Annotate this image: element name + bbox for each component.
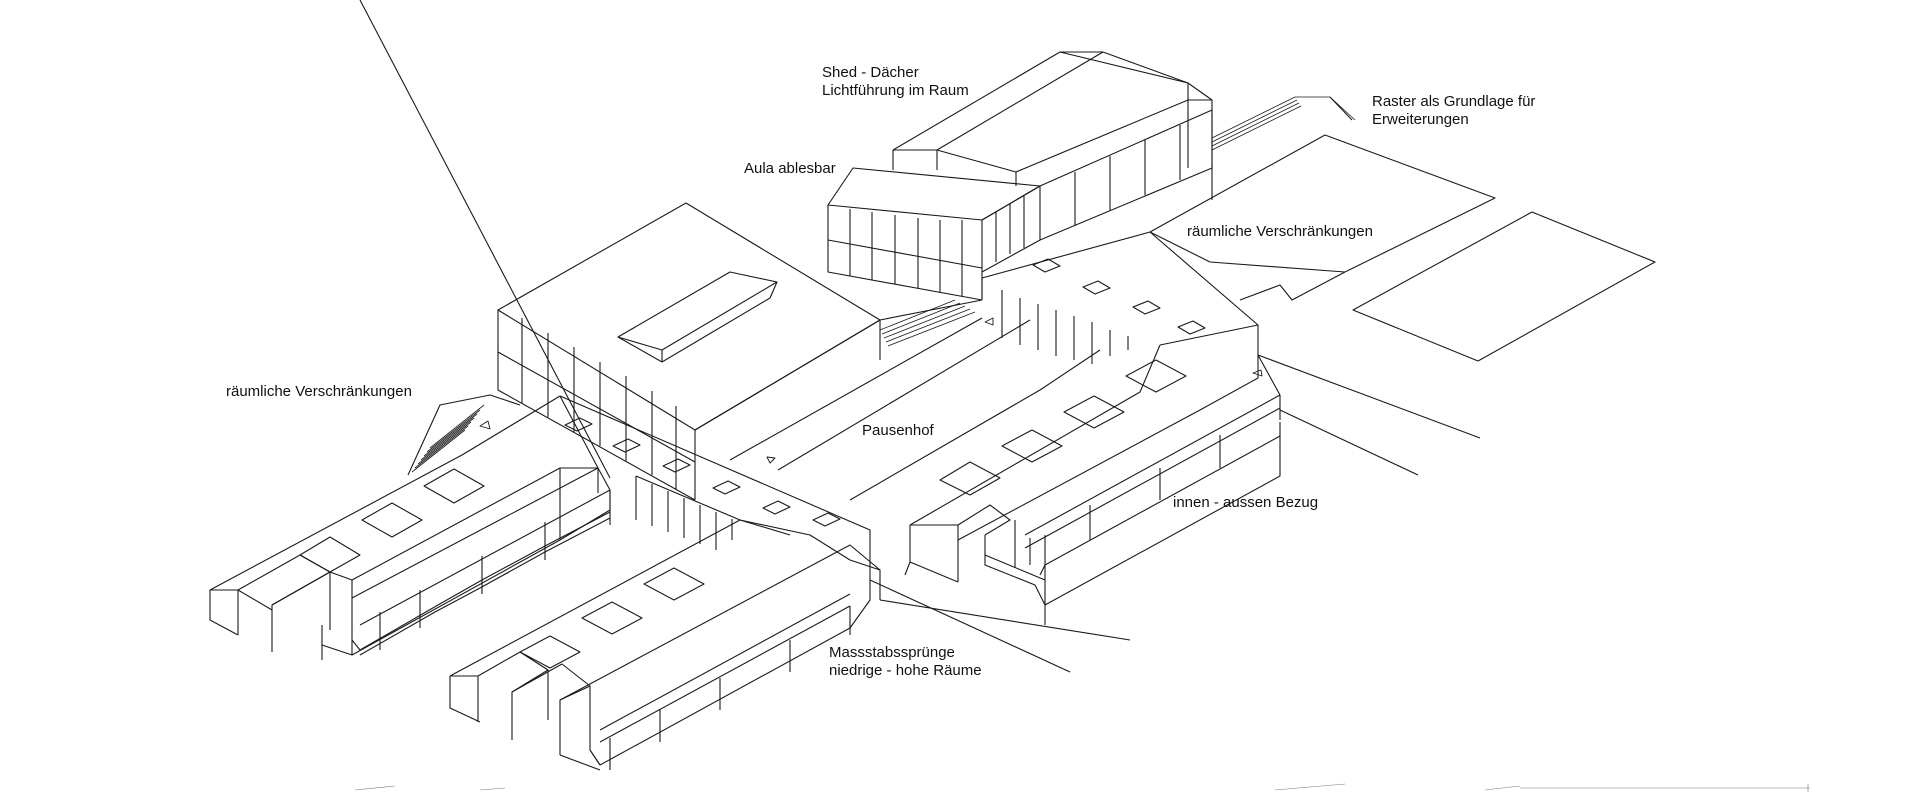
label-aula-line1: Aula ablesbar — [744, 160, 836, 177]
classroom-wing-left — [210, 0, 610, 660]
label-verschraenkungen-right-line1: räumliche Verschränkungen — [1187, 223, 1373, 240]
label-grid-extensions: Raster als Grundlage für Erweiterungen — [1372, 93, 1535, 129]
site-lines — [870, 355, 1480, 672]
extension-grid-fields — [1150, 97, 1655, 361]
stair-hatching-top — [1212, 97, 1355, 150]
label-pausenhof-line1: Pausenhof — [862, 422, 934, 439]
label-massstab-line1: Massstabssprünge — [829, 644, 955, 661]
label-scale-jumps: Massstabssprünge niedrige - hohe Räume — [829, 644, 982, 680]
label-innen-aussen-line1: innen - aussen Bezug — [1173, 494, 1319, 511]
classroom-wing-right — [905, 345, 1280, 605]
pausenhof-courtyard — [695, 300, 1100, 500]
connector-wing-top — [982, 232, 1258, 364]
label-verschraenkungen-left-line1: räumliche Verschränkungen — [226, 383, 412, 400]
aula-shed-building — [828, 52, 1212, 300]
gym-hall — [498, 203, 880, 500]
label-raster-line1: Raster als Grundlage für — [1372, 93, 1536, 110]
label-shed-roofs: Shed - Dächer Lichtführung im Raum — [822, 64, 969, 100]
central-spine-hall — [560, 396, 870, 560]
label-raster-line2: Erweiterungen — [1372, 111, 1469, 128]
label-spatial-interlocking-left: räumliche Verschränkungen — [226, 383, 412, 401]
label-shed-line2: Lichtführung im Raum — [822, 82, 969, 99]
label-inside-outside: innen - aussen Bezug — [1173, 494, 1318, 512]
label-aula: Aula ablesbar — [744, 160, 836, 178]
bottom-edge-fragments — [355, 784, 1810, 792]
label-pausenhof: Pausenhof — [862, 422, 934, 440]
label-massstab-line2: niedrige - hohe Räume — [829, 662, 982, 679]
label-spatial-interlocking-right: räumliche Verschränkungen — [1187, 223, 1373, 241]
label-shed-line1: Shed - Dächer — [822, 64, 919, 81]
classroom-wing-center — [450, 520, 880, 770]
